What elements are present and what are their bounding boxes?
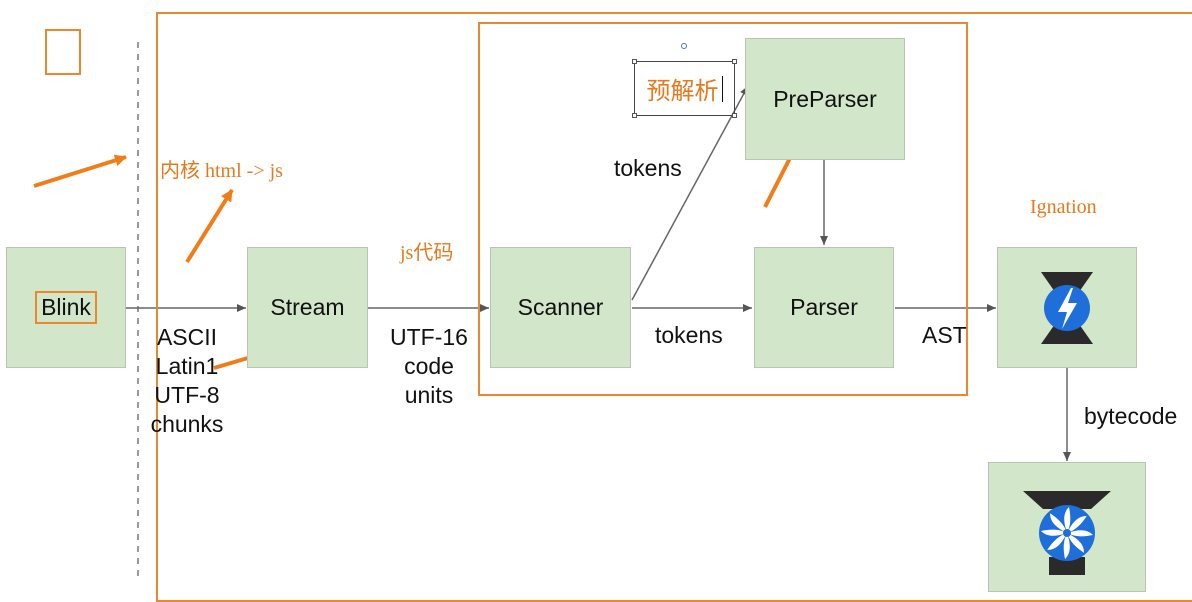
stream-label: Stream <box>270 294 345 320</box>
utf16-label: UTF-16 code units <box>390 324 468 408</box>
resize-handle[interactable] <box>632 113 637 118</box>
ast-label: AST <box>922 322 967 348</box>
kernel-annotation: 内核 html -> js <box>160 160 283 182</box>
stream-node: Stream <box>247 247 368 368</box>
annotation-arrow <box>33 154 127 188</box>
tokens-upper-label: tokens <box>614 155 682 181</box>
resize-handle[interactable] <box>732 113 737 118</box>
text-cursor <box>721 75 723 102</box>
blink-label: Blink <box>35 291 97 324</box>
blink-node: Blink <box>6 247 126 368</box>
turbofan-node <box>988 462 1146 592</box>
ignition-annotation: Ignation <box>1030 196 1097 218</box>
ignition-lightning-icon <box>1041 271 1093 344</box>
preparser-node: PreParser <box>745 38 905 160</box>
scanner-node: Scanner <box>490 247 631 368</box>
resize-handle[interactable] <box>732 59 737 64</box>
preparse-annotation: 预解析 <box>646 77 719 105</box>
preparse-textbox[interactable]: 预解析 <box>634 61 735 116</box>
ignition-node <box>997 247 1137 368</box>
encodings-label: ASCII Latin1 UTF-8 chunks <box>150 324 224 437</box>
rotate-handle[interactable] <box>681 43 687 49</box>
turbofan-fan-icon <box>1023 491 1111 575</box>
parser-label: Parser <box>790 294 858 320</box>
parser-node: Parser <box>754 247 894 368</box>
bytecode-label: bytecode <box>1084 403 1178 429</box>
preparser-label: PreParser <box>773 85 877 112</box>
js-code-annotation: js代码 <box>400 242 454 264</box>
tokens-lower-label: tokens <box>655 322 723 348</box>
edge-scanner-preparser <box>631 85 749 301</box>
small-square <box>45 29 81 75</box>
annotation-arrow <box>185 188 234 264</box>
scanner-label: Scanner <box>517 294 604 320</box>
resize-handle[interactable] <box>632 59 637 64</box>
scanner-parser-frame <box>478 22 968 396</box>
